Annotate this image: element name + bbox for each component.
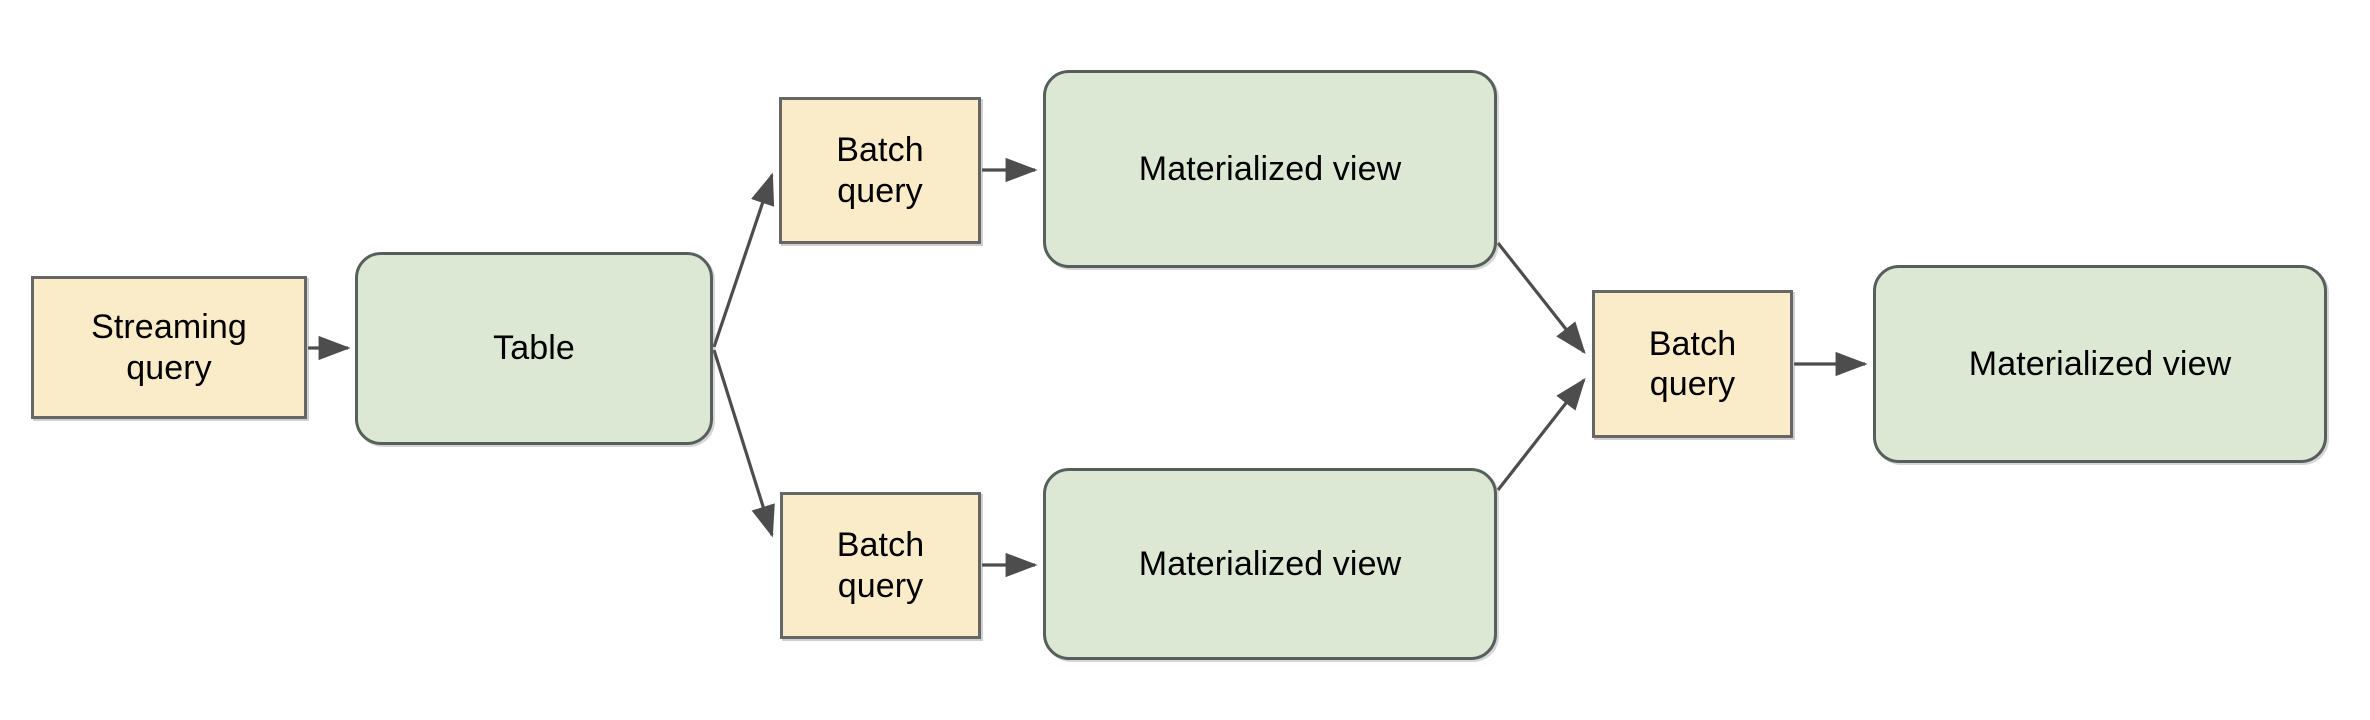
edge-table-to-batch-top [712,172,775,348]
node-materialized-view-top[interactable]: Materialized view [1043,70,1497,268]
node-materialized-view-bottom-label: Materialized view [1138,544,1402,583]
node-batch-query-join-label: Batch query [1648,324,1737,403]
node-batch-query-bottom[interactable]: Batch query [780,492,981,639]
node-materialized-view-final[interactable]: Materialized view [1873,265,2327,463]
node-table[interactable]: Table [355,252,713,445]
node-batch-query-top[interactable]: Batch query [779,97,981,244]
node-materialized-view-top-label: Materialized view [1138,149,1402,188]
node-streaming-query[interactable]: Streaming query [31,276,307,419]
node-batch-query-top-label: Batch query [836,131,924,210]
edge-mv-bottom-to-batch-join [1496,377,1586,491]
node-table-label: Table [493,329,575,368]
node-streaming-query-label: Streaming query [91,308,247,387]
edge-mv-top-to-batch-join [1496,242,1586,355]
node-batch-query-bottom-label: Batch query [836,526,925,605]
node-batch-query-join[interactable]: Batch query [1592,290,1793,438]
edge-table-to-batch-bottom [712,349,775,538]
node-materialized-view-bottom[interactable]: Materialized view [1043,468,1497,660]
node-materialized-view-final-label: Materialized view [1968,344,2232,383]
